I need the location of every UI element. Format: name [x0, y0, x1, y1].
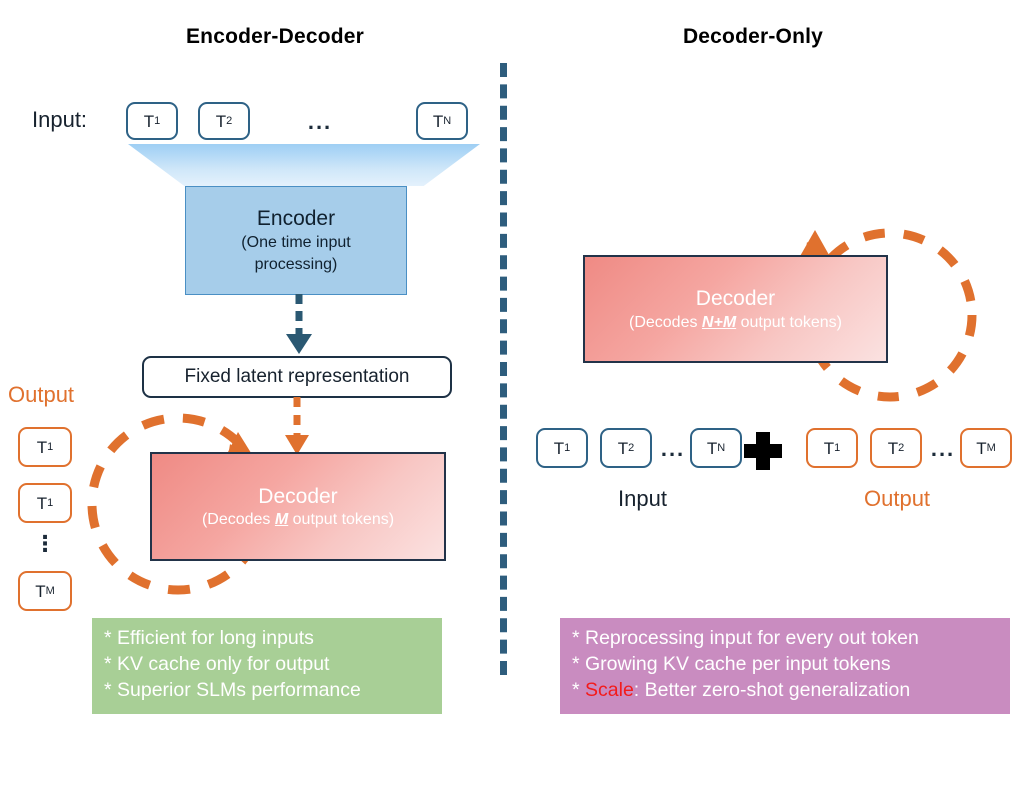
right-decoder-subtitle: (Decodes N+M output tokens): [629, 313, 842, 332]
left-note-3: * Superior SLMs performance: [104, 679, 361, 702]
left-decoder-subtitle: (Decodes M output tokens): [202, 510, 394, 529]
right-output-ellipsis: ...: [930, 436, 956, 461]
right-note-1-text: * Reprocessing input for every out token: [572, 627, 919, 649]
panel-title-encoder-decoder: Encoder-Decoder: [185, 25, 365, 48]
right-input-label: Input: [618, 486, 667, 511]
left-input-ellipsis: ...: [307, 109, 333, 134]
left-decoder-title: Decoder: [258, 484, 338, 508]
token-base: T: [553, 438, 565, 458]
right-note-3-prefix: *: [572, 679, 586, 702]
right-note-2: * Growing KV cache per input tokens: [572, 651, 998, 677]
token-base: T: [617, 438, 629, 458]
token-base: T: [887, 438, 899, 458]
right-note-3-suffix: : Better zero-shot generalization: [633, 679, 911, 702]
right-input-ellipsis: ...: [660, 436, 686, 461]
token-base: T: [215, 111, 227, 131]
panel-divider: [500, 63, 507, 675]
token-base: T: [976, 438, 987, 458]
token-base: T: [823, 438, 835, 458]
panel-title-decoder-only: Decoder-Only: [682, 25, 824, 48]
token-base: T: [143, 111, 155, 131]
fixed-latent-representation-box: Fixed latent representation: [142, 356, 452, 398]
right-note-1: * Reprocessing input for every out token: [572, 625, 998, 651]
plus-icon: [744, 432, 782, 470]
left-note-2: * KV cache only for output: [104, 653, 330, 676]
latent-to-decoder-arrow: [285, 397, 309, 455]
right-decoder-sub-suffix: output tokens): [736, 313, 842, 331]
right-decoder-box: Decoder (Decodes N+M output tokens): [583, 255, 888, 363]
encoder-box: Encoder (One time input processing): [185, 186, 407, 295]
right-decoder-sub-emph: N+M: [701, 313, 737, 331]
encoder-to-latent-arrow: [286, 294, 312, 354]
right-note-3: * Scale: Better zero-shot generalization: [572, 677, 998, 703]
encoder-title: Encoder: [256, 206, 336, 230]
left-decoder-sub-suffix: output tokens): [288, 511, 395, 528]
token-base: T: [35, 581, 46, 601]
latent-label: Fixed latent representation: [184, 366, 410, 387]
left-note-1: * Efficient for long inputs: [104, 627, 314, 649]
left-decoder-sub-prefix: (Decodes: [201, 511, 275, 528]
left-input-label: Input:: [32, 107, 88, 132]
encoder-subtitle-line2: processing): [254, 255, 338, 273]
token-base: T: [432, 111, 444, 131]
left-output-vertical-ellipsis: ⋮: [34, 531, 56, 556]
token-base: T: [706, 438, 718, 458]
left-notes-box: * Efficient for long inputs * KV cache o…: [92, 618, 442, 714]
encoder-subtitle-line1: (One time input: [241, 234, 351, 252]
right-notes-box: * Reprocessing input for every out token…: [560, 618, 1010, 714]
left-output-label: Output: [8, 382, 75, 407]
right-output-label: Output: [864, 486, 931, 511]
right-note-3-emph: Scale: [585, 679, 634, 702]
right-decoder-title: Decoder: [695, 287, 776, 311]
token-base: T: [36, 437, 48, 457]
left-decoder-box: Decoder (Decodes M output tokens): [150, 452, 446, 561]
left-decoder-sub-emph: M: [274, 511, 289, 528]
right-note-2-text: * Growing KV cache per input tokens: [572, 653, 891, 676]
input-funnel-shape: [128, 144, 480, 186]
right-decoder-sub-prefix: (Decodes: [629, 313, 702, 331]
token-base: T: [36, 493, 48, 513]
